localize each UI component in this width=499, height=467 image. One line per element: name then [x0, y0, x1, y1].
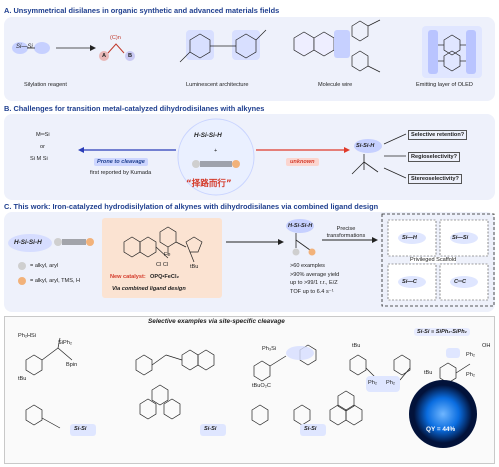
ex3-ester: tBuO₂C — [252, 383, 271, 389]
fe-label: Fe — [164, 252, 171, 258]
plus-b: + — [214, 148, 218, 154]
metal-bis-silyl: Si M Si — [30, 156, 48, 162]
unknown-label: unknown — [286, 158, 319, 166]
fragment-b: B — [128, 53, 133, 59]
section-a-title: A. Unsymmetrical disilanes in organic sy… — [4, 6, 280, 15]
kumada-label: first reported by Kumada — [90, 170, 152, 176]
oled-structure — [422, 26, 482, 78]
section-a-graphics — [12, 19, 482, 78]
ex3-ph3si: Ph₃Si — [262, 346, 277, 352]
metal-silylene: M═Si — [36, 132, 50, 138]
ex4-tbu: tBu — [352, 343, 361, 349]
precise-label: Precise transformations — [326, 226, 366, 239]
scaffold-si-h: Si—H — [402, 235, 417, 241]
oled-label: Emitting layer of OLED — [416, 82, 473, 88]
scaffold-si-c: Si—C — [402, 279, 417, 285]
ex1-ph2hsi: Ph₂HSi — [18, 333, 37, 339]
bottom-si-si-3: Si-Si — [304, 426, 317, 432]
scaffold-c-c: C═C — [454, 279, 467, 285]
section-b: B. Challenges for transition metal-catal… — [0, 104, 499, 202]
question-regio: Regioselectivity? — [408, 152, 461, 162]
ex5-oh: OH — [482, 343, 491, 349]
question-retention: Selective retention? — [408, 130, 468, 140]
section-c: C. This work: Iron-catalyzed hydrodisily… — [0, 202, 499, 314]
or-label: or — [40, 144, 45, 150]
section-b-title: B. Challenges for transition metal-catal… — [4, 104, 265, 113]
luminescent-label: Luminescent architecture — [186, 82, 249, 88]
scaffold-si-si: Si—Si — [452, 235, 469, 241]
examples-frame — [4, 316, 495, 464]
stat-tof: TOF up to 6.4 s⁻¹ — [290, 288, 334, 295]
molecule-wire-structure — [293, 19, 381, 73]
ex1-siph2: SiPh₂ — [58, 340, 72, 346]
luminescent-structure — [179, 29, 267, 63]
new-catalyst-label: New catalyst: — [110, 274, 146, 280]
section-a: A. Unsymmetrical disilanes in organic sy… — [0, 0, 499, 104]
fragment-a: A — [102, 53, 107, 59]
product-c: H-Si-Si-H — [288, 223, 313, 229]
tbu-label: tBu — [190, 264, 199, 270]
prone-label: Prone to cleavage — [94, 158, 148, 166]
qy-label: QY = 44% — [426, 426, 456, 433]
disilane-label: Si—Si — [16, 44, 33, 50]
ex1-bpin: Bpin — [66, 362, 78, 368]
section-c-title: C. This work: Iron-catalyzed hydrodisily… — [4, 202, 379, 211]
stat-selectivity: up to >99/1 r.r., E/Z — [290, 280, 338, 287]
stat-yield: >90% average yield — [290, 271, 340, 278]
qy-glow — [414, 385, 472, 443]
chinese-slogan: “择路而行” — [186, 179, 232, 189]
ex1-tbu: tBu — [18, 376, 27, 382]
ex5-ph2-a: Ph₂ — [466, 352, 476, 358]
wire-label: Molecule wire — [318, 82, 353, 88]
bottom-si-si-2: Si-Si — [204, 426, 217, 432]
stats-list: >60 examples >90% average yield up to >9… — [290, 262, 339, 296]
section-b-graphics — [78, 118, 407, 196]
catalyst-formula: OPQ•FeCl₂ — [150, 274, 179, 280]
orange-definition: = alkyl, aryl, TMS, H — [30, 278, 81, 284]
ex5-tbu: tBu — [424, 370, 433, 376]
reagent-b: H-Si-Si-H — [194, 132, 222, 139]
silylation-label: Silylation reagent — [24, 82, 67, 88]
section-c-graphics — [8, 213, 495, 307]
examples-title: Selective examples via site-specific cle… — [148, 318, 285, 325]
cl-label: Cl Cl — [156, 262, 169, 268]
stat-examples: >60 examples — [290, 263, 325, 269]
reagent-c: H-Si-Si-H — [14, 239, 42, 246]
gray-definition: = alkyl, aryl — [30, 263, 59, 269]
legend-si-si: Si-Si ≡ SiPh₂-SiPh₂ — [414, 328, 470, 336]
ex4-ph2-a: Ph₂ — [368, 380, 378, 386]
ex5-ph2-b: Ph₂ — [466, 372, 476, 378]
question-stereo: Stereoselectivity? — [408, 174, 462, 184]
fragment-c: (C)n — [110, 35, 121, 41]
bottom-si-si-1: Si-Si — [74, 426, 87, 432]
ex4-ph2-b: Ph₂ — [386, 380, 396, 386]
product-fragment: Si-Si-H — [356, 143, 375, 149]
via-label: Via combined ligand design — [112, 286, 186, 292]
privileged-label: Privileged Scaffold — [410, 257, 457, 263]
